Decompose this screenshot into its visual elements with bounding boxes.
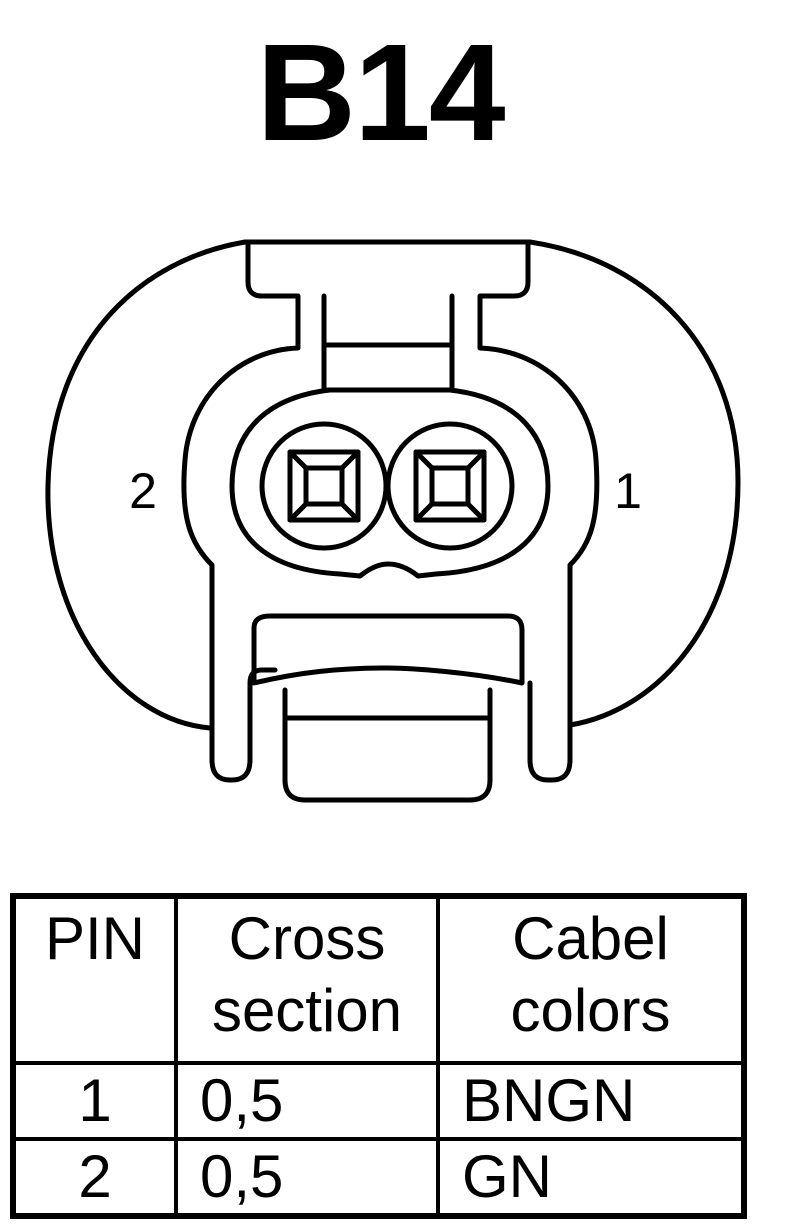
pin-2-terminal [287,449,361,523]
cell-color: GN [436,1137,746,1218]
header-cable-colors: Cabel colors [436,894,746,1065]
pin-assignment-table: PIN Cross section Cabel colors 1 0,5 BNG… [10,893,747,1219]
cell-pin: 2 [11,1137,178,1218]
table-row: 2 0,5 GN [11,1137,746,1218]
cell-pin: 1 [11,1061,178,1141]
connector-diagram: 2 1 [0,220,800,820]
pin-label-right: 1 [614,463,642,519]
pin-1-terminal [413,449,487,523]
table-row: 1 0,5 BNGN [11,1061,746,1141]
lower-key [282,687,493,803]
cavity-frame [229,387,551,579]
housing-outline [45,239,741,731]
cell-cross-section: 0,5 [174,1061,440,1141]
locking-tongue [251,613,525,686]
pin-1-cavity [385,421,515,551]
cell-color: BNGN [436,1061,746,1141]
connector-face-drawing: 2 1 [45,239,741,803]
connector-title: B14 [256,16,505,170]
cell-cross-section: 0,5 [174,1137,440,1218]
header-cross-section: Cross section [174,894,440,1065]
latch-tab-outline [181,239,301,783]
header-pin: PIN [11,894,178,1065]
table-header-row: PIN Cross section Cabel colors [11,894,746,1065]
pin-2-cavity [259,421,389,551]
pin-label-left: 2 [129,463,157,519]
